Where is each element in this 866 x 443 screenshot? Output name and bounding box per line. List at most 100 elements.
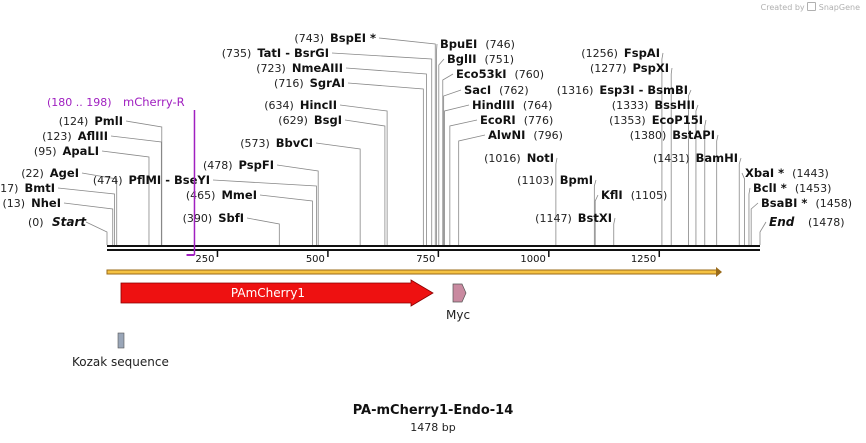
enzyme-position: (13) bbox=[3, 197, 26, 210]
primer-range: (180 .. 198) bbox=[47, 96, 112, 109]
enzyme-afliii[interactable]: AflIII(123) bbox=[42, 129, 108, 143]
connector-sbfi bbox=[246, 217, 280, 245]
enzyme-position: (764) bbox=[523, 99, 553, 112]
enzyme-alwni[interactable]: AlwNI(796) bbox=[488, 128, 563, 142]
enzyme-bamhi[interactable]: BamHI(1431) bbox=[653, 151, 738, 165]
enzyme-name: TatI - BsrGI bbox=[257, 46, 329, 60]
enzyme-name: BpmI bbox=[560, 173, 593, 187]
enzyme-name: EcoP15I bbox=[652, 113, 703, 127]
enzyme-name: BbvCI bbox=[276, 136, 313, 150]
enzyme-position: (1353) bbox=[609, 114, 646, 127]
enzyme-esp3i-bsmbi[interactable]: Esp3I - BsmBI(1316) bbox=[557, 83, 688, 97]
enzyme-name: HincII bbox=[300, 98, 337, 112]
enzyme-position: (1453) bbox=[795, 182, 832, 195]
enzyme-nhei[interactable]: NheI(13) bbox=[3, 196, 61, 210]
orf-bar bbox=[106, 269, 718, 275]
enzyme-apali[interactable]: ApaLI (95) bbox=[34, 144, 99, 158]
enzyme-name: BmtI bbox=[24, 181, 55, 195]
connector-pmli bbox=[125, 120, 163, 245]
enzyme-bsshii[interactable]: BssHII(1333) bbox=[612, 98, 695, 112]
feature-pamcherry1[interactable]: PAmCherry1 bbox=[120, 279, 434, 307]
enzyme-bcli[interactable]: BclI *(1453) bbox=[753, 181, 831, 195]
enzyme-name: PspXI bbox=[633, 61, 669, 75]
feature-kozak-sequence[interactable]: Kozak sequence bbox=[72, 332, 169, 369]
primer[interactable]: (180 .. 198) mCherry-R bbox=[47, 95, 196, 256]
enzyme-hincii[interactable]: HincII(634) bbox=[264, 98, 337, 112]
primer-label: mCherry-R bbox=[123, 95, 185, 109]
enzyme-bsabi[interactable]: BsaBI *(1458) bbox=[761, 196, 852, 210]
enzyme-ecori[interactable]: EcoRI (776) bbox=[480, 113, 553, 127]
connector-bstxi bbox=[613, 217, 616, 245]
enzyme-position: (1333) bbox=[612, 99, 649, 112]
feature-label: PAmCherry1 bbox=[231, 286, 305, 300]
enzyme-position: (746) bbox=[485, 38, 515, 51]
enzyme-eco53ki[interactable]: Eco53kI(760) bbox=[456, 67, 544, 81]
enzyme-name: XbaI * bbox=[745, 166, 784, 180]
enzyme-position: (1105) bbox=[631, 189, 668, 202]
enzyme-mmei[interactable]: MmeI(465) bbox=[186, 188, 257, 202]
enzyme-position: (1277) bbox=[590, 62, 627, 75]
connector-bstapi bbox=[716, 134, 719, 245]
enzyme-name: AgeI bbox=[50, 166, 79, 180]
connector-noti bbox=[555, 157, 558, 245]
enzyme-fspai[interactable]: FspAI(1256) bbox=[581, 46, 660, 60]
enzyme-position: (465) bbox=[186, 189, 216, 202]
enzyme-name: BsaBI * bbox=[761, 196, 807, 210]
map-length: 1478 bp bbox=[410, 421, 456, 434]
enzyme-bstapi[interactable]: BstAPI(1380) bbox=[630, 128, 715, 142]
enzyme-name: EcoRI bbox=[480, 113, 516, 127]
sequence-backbone bbox=[107, 245, 760, 251]
enzyme-position: (1016) bbox=[484, 152, 521, 165]
enzyme-xbai[interactable]: XbaI *(1443) bbox=[745, 166, 829, 180]
enzyme-bstxi[interactable]: BstXI(1147) bbox=[535, 211, 612, 225]
enzyme-position: (573) bbox=[240, 137, 270, 150]
start-label: Start bbox=[52, 215, 87, 229]
start-marker: (0) Start bbox=[28, 215, 87, 229]
enzyme-name: BpuEI bbox=[440, 37, 477, 51]
enzyme-pspxi[interactable]: PspXI (1277) bbox=[590, 61, 669, 75]
enzyme-pmli[interactable]: PmlI(124) bbox=[59, 114, 123, 128]
enzyme-noti[interactable]: NotI(1016) bbox=[484, 151, 554, 165]
enzyme-kfli[interactable]: KflI(1105) bbox=[601, 188, 667, 202]
enzyme-saci[interactable]: SacI(762) bbox=[464, 83, 529, 97]
enzyme-name: ApaLI bbox=[63, 144, 100, 158]
start-position: (0) bbox=[28, 216, 44, 229]
enzyme-tati-bsrgi[interactable]: TatI - BsrGI(735) bbox=[222, 46, 329, 60]
connector-bpmi bbox=[593, 179, 597, 245]
enzyme-position: (776) bbox=[524, 114, 554, 127]
enzyme-bglii[interactable]: BglII(751) bbox=[447, 52, 514, 66]
enzyme-name: BspEI * bbox=[330, 31, 376, 45]
enzyme-bmti[interactable]: BmtI(17) bbox=[0, 181, 55, 195]
feature-label: Myc bbox=[446, 308, 470, 322]
enzyme-sgrai[interactable]: SgrAI(716) bbox=[274, 76, 345, 90]
enzyme-agei[interactable]: AgeI(22) bbox=[21, 166, 79, 180]
enzyme-name: AflIII bbox=[78, 129, 108, 143]
enzyme-hindiii[interactable]: HindIII(764) bbox=[472, 98, 552, 112]
enzyme-bpuei[interactable]: BpuEI (746) bbox=[440, 37, 515, 51]
connector-bcli bbox=[748, 187, 751, 245]
enzyme-bspei[interactable]: BspEI *(743) bbox=[294, 31, 376, 45]
enzyme-nmeaiii[interactable]: NmeAIII(723) bbox=[256, 61, 343, 75]
enzyme-pspfi[interactable]: PspFI(478) bbox=[203, 158, 274, 172]
connector-ecori bbox=[449, 119, 478, 245]
enzyme-position: (723) bbox=[256, 62, 286, 75]
enzyme-position: (95) bbox=[34, 145, 57, 158]
enzyme-ecop15i[interactable]: EcoP15I (1353) bbox=[609, 113, 703, 127]
enzyme-pflmi-bseyi[interactable]: PflMI - BseYI(474) bbox=[93, 173, 210, 187]
enzyme-position: (1380) bbox=[630, 129, 667, 142]
axis-tick-label-750: 750 bbox=[416, 254, 435, 265]
enzyme-sbfi[interactable]: SbfI(390) bbox=[183, 211, 244, 225]
enzyme-bsgi[interactable]: BsgI(629) bbox=[278, 113, 342, 127]
enzyme-bbvci[interactable]: BbvCI (573) bbox=[240, 136, 313, 150]
end-marker: End(1478) bbox=[769, 215, 845, 229]
feature-myc[interactable]: Myc bbox=[446, 283, 470, 322]
enzyme-bpmi[interactable]: BpmI(1103) bbox=[517, 173, 593, 187]
enzyme-name: BsgI bbox=[314, 113, 342, 127]
connector-fspai bbox=[661, 52, 664, 245]
connector-bamhi bbox=[738, 157, 742, 245]
connector-bspei bbox=[378, 37, 436, 245]
enzyme-labels[interactable]: NheI(13)BmtI(17)AgeI(22)ApaLI(95)AflIII(… bbox=[0, 31, 852, 229]
